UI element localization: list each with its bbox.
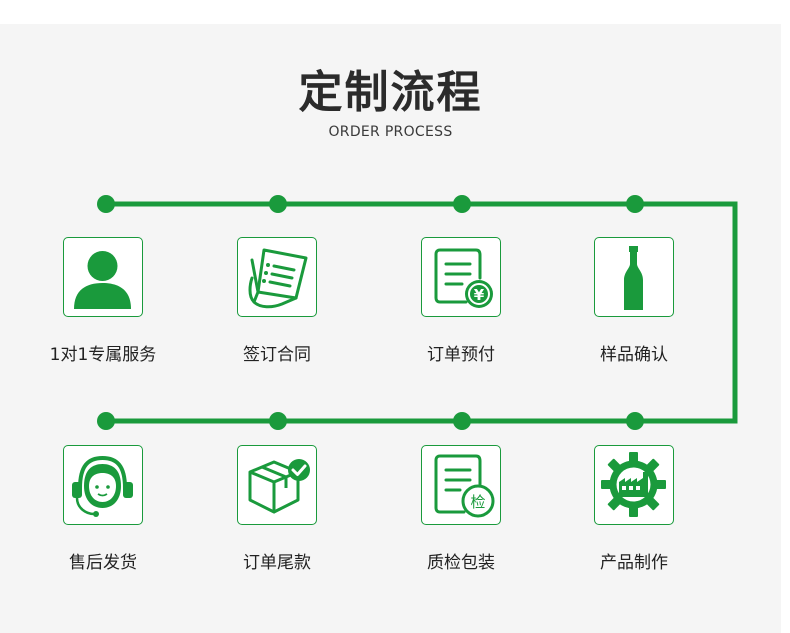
step-label-balance-payment: 订单尾款	[243, 553, 311, 573]
step-label-sample-confirm: 样品确认	[600, 345, 668, 365]
package-check-icon	[248, 459, 310, 514]
svg-text:¥: ¥	[474, 286, 485, 304]
step-card-order-prepay: ¥	[421, 237, 501, 317]
headset-support-icon	[72, 455, 133, 517]
flow-dot	[453, 412, 471, 430]
quality-inspection-icon: 检	[434, 454, 495, 518]
flow-dot	[626, 195, 644, 213]
step-label-order-prepay: 订单预付	[427, 345, 495, 365]
flow-dot	[453, 195, 471, 213]
factory-gear-icon	[601, 452, 666, 517]
step-card-balance-payment	[237, 445, 317, 525]
step-card-sample-confirm	[594, 237, 674, 317]
step-label-after-sales-shipping: 售后发货	[69, 553, 137, 573]
process-panel	[0, 24, 781, 633]
sample-bottle-icon	[624, 246, 643, 310]
flow-dot	[626, 412, 644, 430]
order-prepayment-yen-icon: ¥	[434, 248, 493, 308]
customer-service-person-icon	[74, 251, 131, 309]
step-label-quality-packaging: 质检包装	[427, 553, 495, 573]
page-title: 定制流程	[298, 67, 483, 118]
step-label-production: 产品制作	[600, 553, 668, 573]
step-card-after-sales-shipping	[63, 445, 143, 525]
flow-dot	[97, 195, 115, 213]
step-label-exclusive-service: 1对1专属服务	[49, 345, 157, 365]
flow-dot	[269, 195, 287, 213]
contract-document-icon	[248, 248, 308, 309]
step-card-exclusive-service	[63, 237, 143, 317]
flow-dot	[97, 412, 115, 430]
page-subtitle: ORDER PROCESS	[328, 124, 453, 140]
step-card-sign-contract	[237, 237, 317, 317]
step-card-production	[594, 445, 674, 525]
svg-text:检: 检	[470, 493, 485, 511]
step-card-quality-packaging: 检	[421, 445, 501, 525]
flow-dot	[269, 412, 287, 430]
step-label-sign-contract: 签订合同	[243, 345, 311, 365]
